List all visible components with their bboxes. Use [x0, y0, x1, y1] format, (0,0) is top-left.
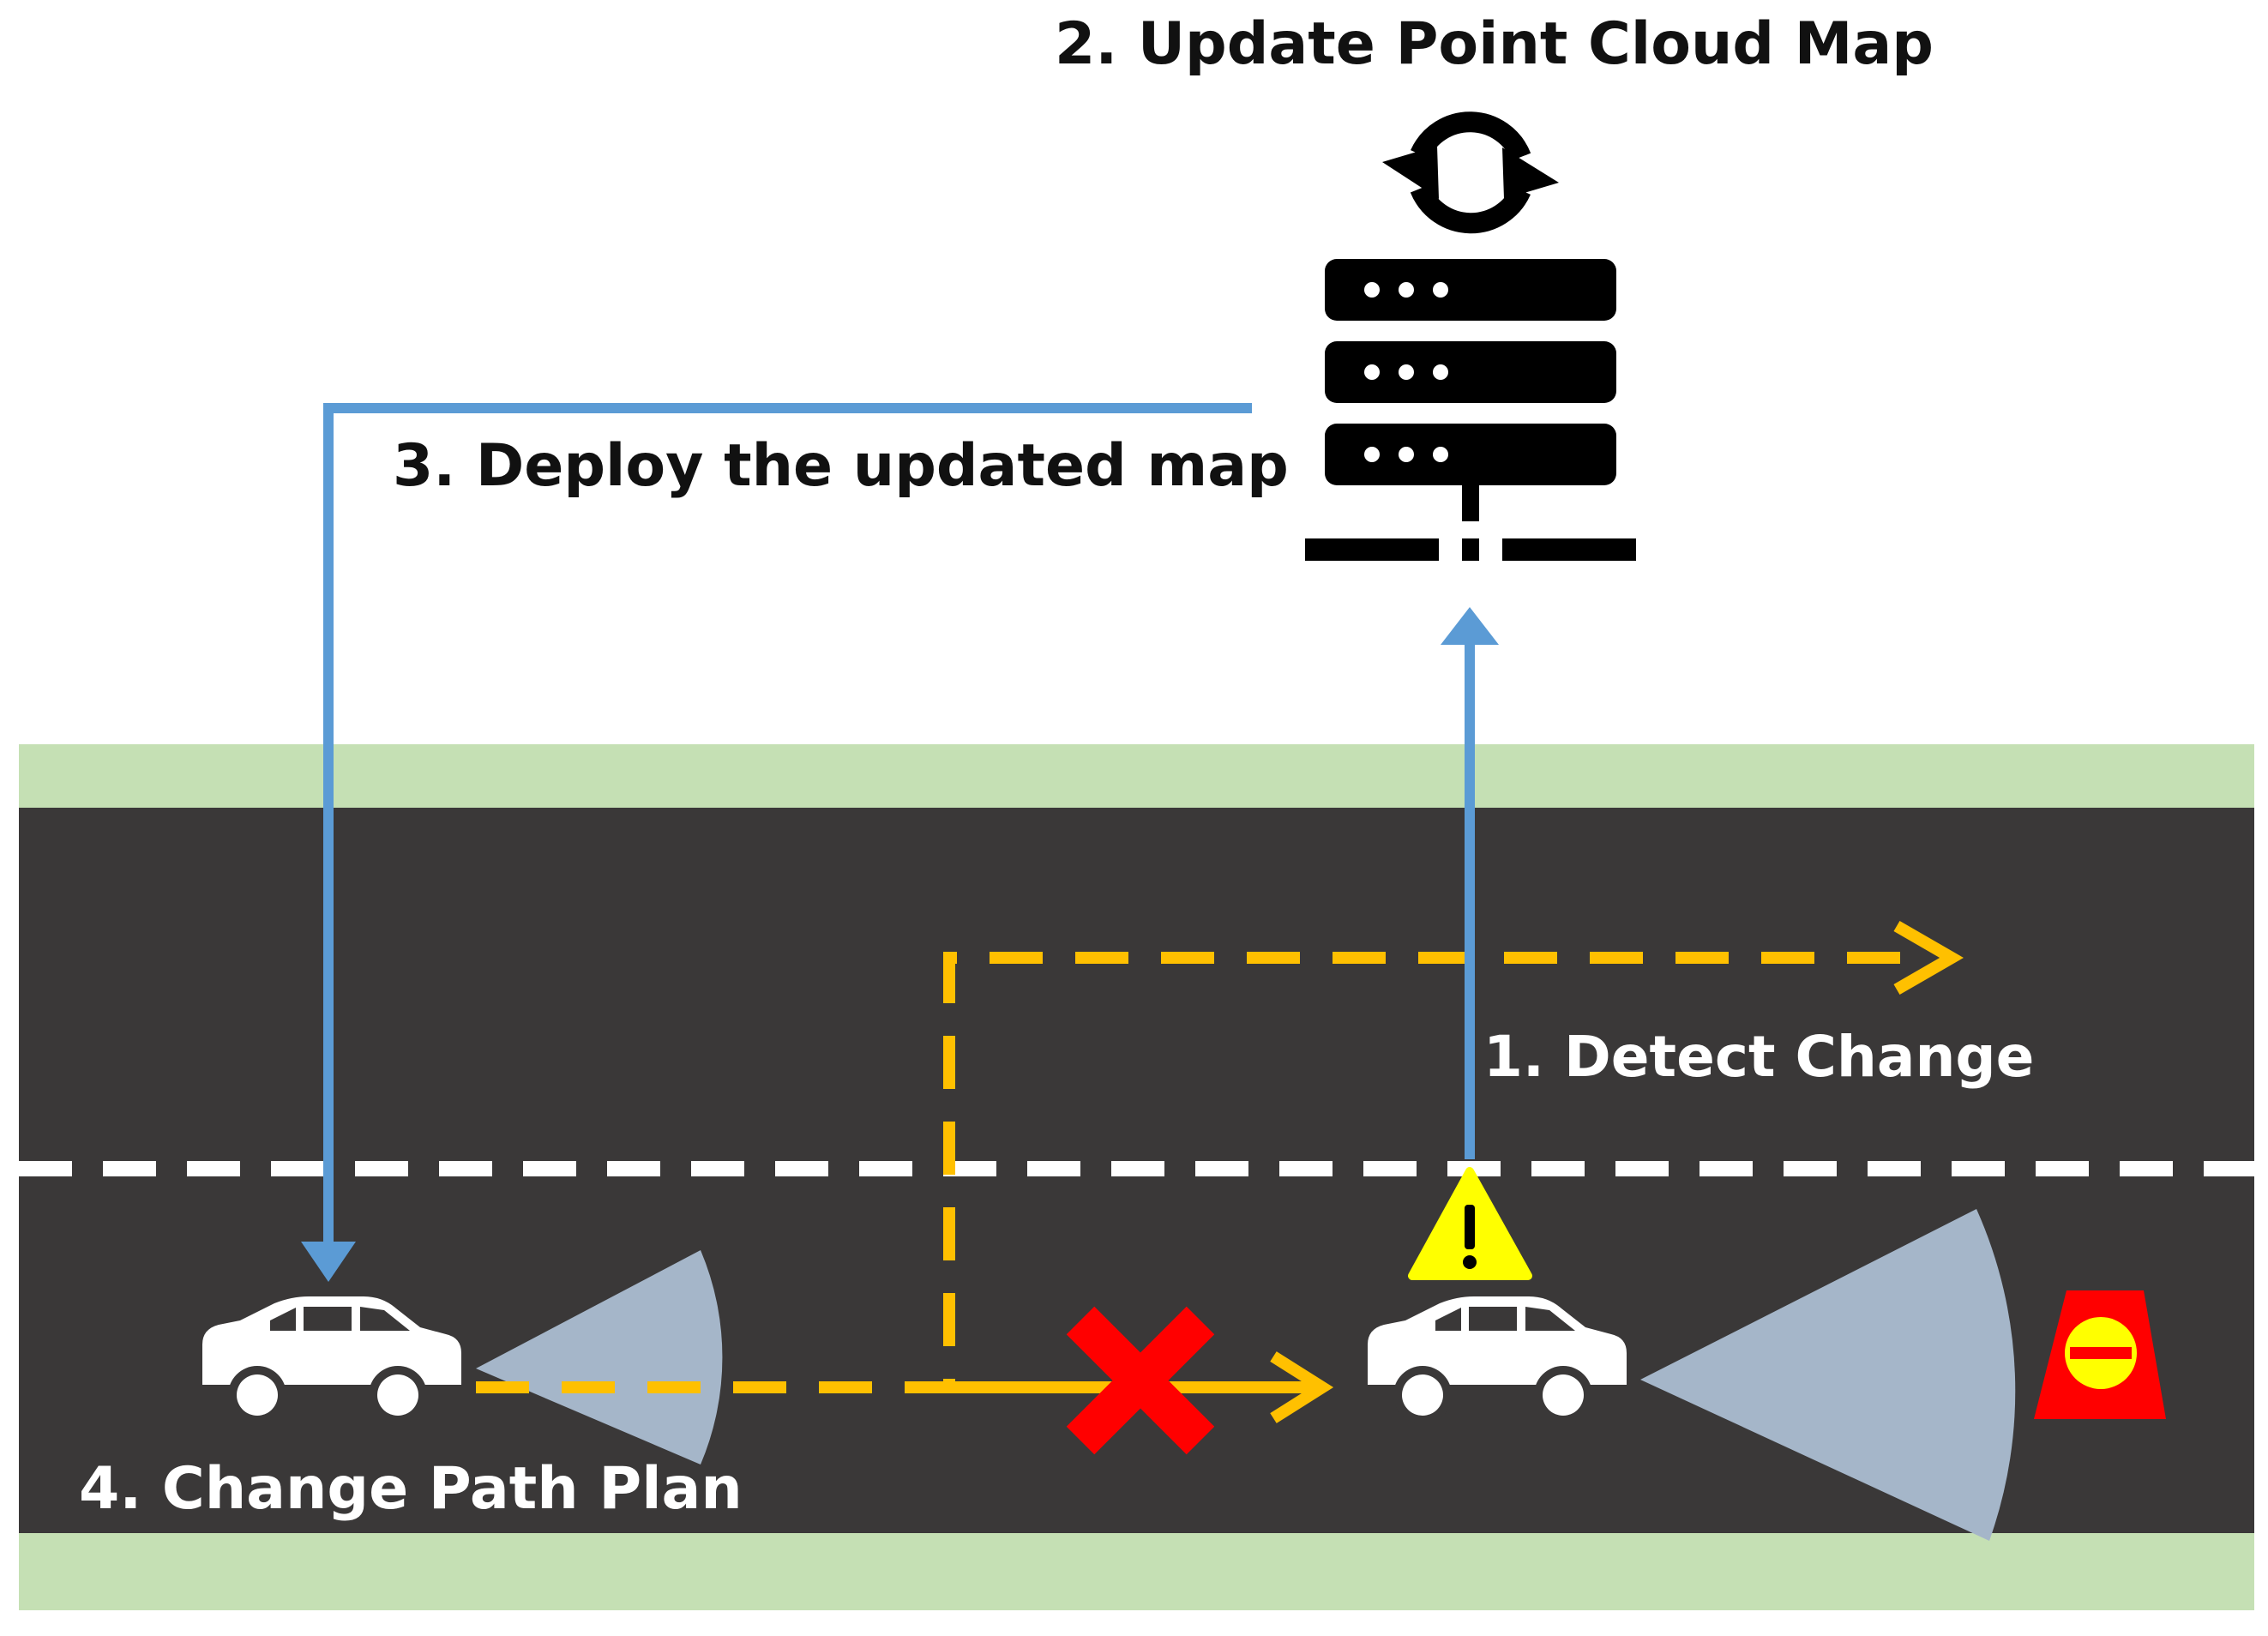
sync-icon-arrow-top — [1502, 147, 1559, 199]
deploy-flow-line — [323, 403, 1252, 1248]
grass-bottom — [19, 1533, 2254, 1610]
new-path-arrowhead — [1893, 920, 1964, 995]
warning-icon — [1408, 1167, 1532, 1280]
new-path-line — [476, 952, 1921, 1393]
sensor-fov-right — [1640, 1209, 2016, 1541]
grass-top — [19, 744, 2254, 809]
current-path-arrowhead — [1270, 1351, 1334, 1423]
upload-flow-arrowhead — [1441, 607, 1499, 645]
sync-icon-arrow-bottom — [1382, 146, 1439, 199]
sync-icon — [1410, 111, 1531, 234]
traffic-cone-icon — [2034, 1290, 2166, 1419]
car-icon-right — [1368, 1296, 1627, 1424]
car-icon-left — [202, 1296, 461, 1424]
cross-icon — [1066, 1306, 1215, 1455]
step2-label: 2. Update Point Cloud Map — [1055, 10, 1934, 78]
sensor-fov-left — [476, 1250, 723, 1465]
step3-label: 3. Deploy the updated map — [393, 432, 1289, 500]
step4-label: 4. Change Path Plan — [79, 1455, 743, 1523]
step1-label: 1. Detect Change — [1483, 1024, 2035, 1090]
server-icon — [1305, 259, 1636, 561]
deploy-flow-arrowhead — [301, 1242, 356, 1282]
